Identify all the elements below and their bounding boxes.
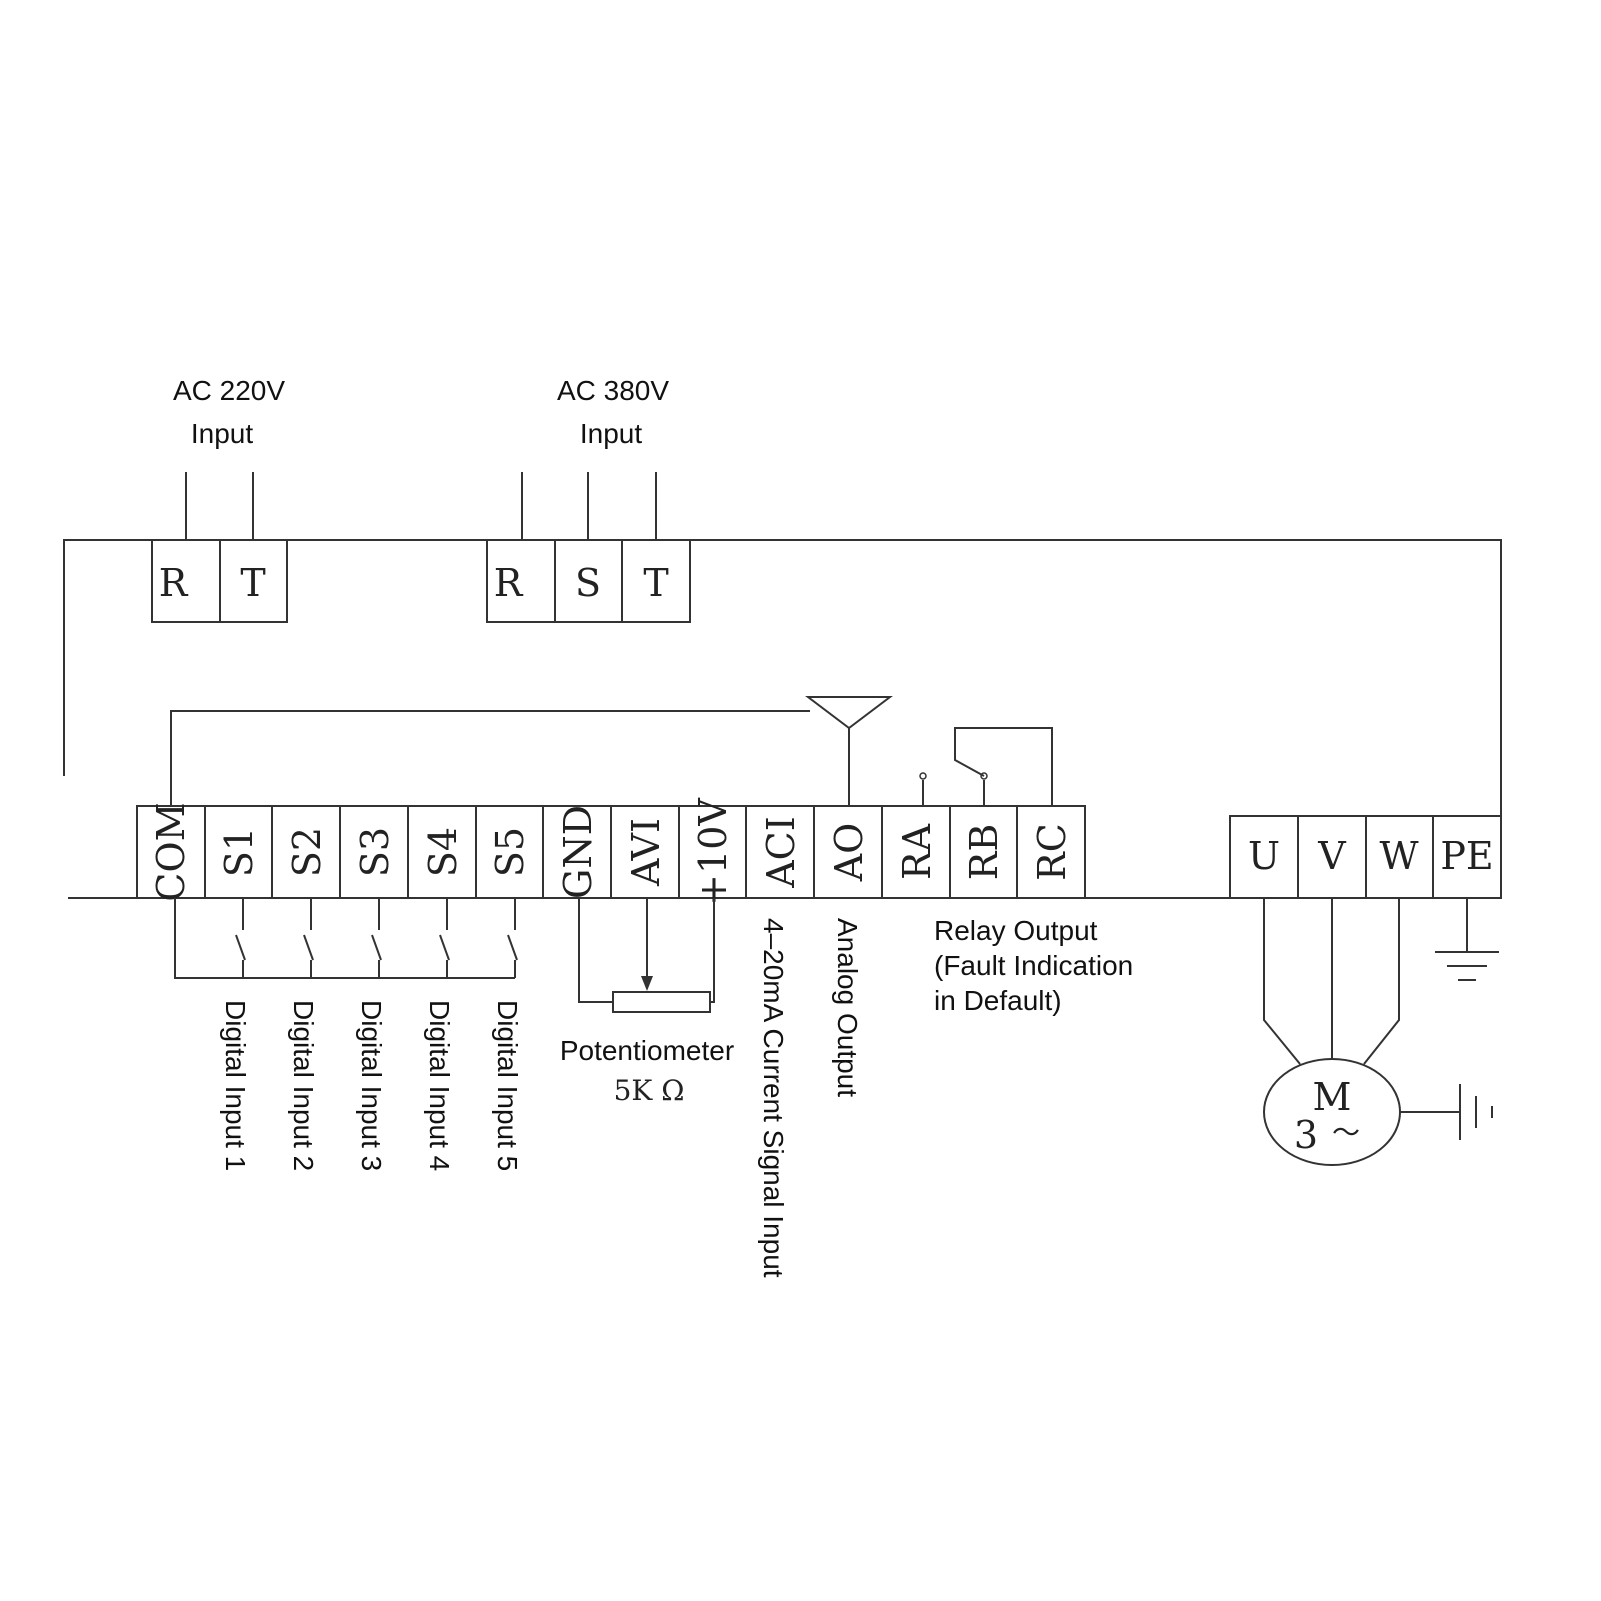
pot-gnd-wire <box>578 898 613 1003</box>
main-loop-wire <box>63 539 1502 898</box>
meter-triangle-icon <box>805 696 893 730</box>
terminal-u: U <box>1248 834 1280 878</box>
terminal-ra: RA <box>895 823 939 880</box>
ac380-subtitle: Input <box>580 418 642 449</box>
motor-ground-icon <box>1459 1084 1493 1140</box>
ac380-terminal-r: R <box>494 561 524 605</box>
pot-resistor-icon <box>612 991 711 1013</box>
terminal-rb: RB <box>962 824 1006 881</box>
terminal-s3: S3 <box>353 827 397 877</box>
analog-output-label: Analog Output <box>832 918 863 1097</box>
motor-ac-symbol: ～ <box>1332 1116 1360 1149</box>
power-section: AC 220V Input R T AC 380V Input R S T <box>63 375 1502 899</box>
potentiometer-label: Potentiometer <box>560 1035 734 1066</box>
pot-10v-wire <box>710 898 715 1003</box>
relay-output-label: Relay Output (Fault Indication in Defaul… <box>934 915 1133 1016</box>
terminal-w: W <box>1379 834 1418 878</box>
control-dividers <box>204 806 1018 898</box>
terminal-avi: AVI <box>624 818 668 887</box>
relay-output-line-3: in Default) <box>934 985 1062 1016</box>
digital-input-switches: Digital Input 1 Digital Input 2 Digital … <box>174 898 523 1171</box>
ac220-title: AC 220V <box>173 375 285 406</box>
terminal-s5: S5 <box>488 827 532 877</box>
relay-switch-arm <box>954 727 1053 806</box>
potentiometer-value: 5K Ω <box>614 1074 685 1107</box>
com-feedback-wire <box>170 710 810 806</box>
switch-s5 <box>507 898 518 978</box>
pe-ground-icon <box>1435 898 1499 981</box>
ac380-terminal-block <box>486 539 691 623</box>
potentiometer: Potentiometer 5K Ω <box>560 898 734 1107</box>
terminal-s4: S4 <box>421 827 465 877</box>
control-terminal-block: COM S1 S2 S3 S4 S5 GND AVI +10V ACI AO R… <box>136 798 1086 906</box>
pot-wiper-arrow-icon <box>641 976 653 991</box>
motor: M 3 ～ <box>1263 898 1460 1166</box>
com-common-wire <box>174 898 515 979</box>
terminal-s2: S2 <box>285 827 329 877</box>
relay-contact-symbol <box>919 727 1053 806</box>
output-terminal-block: U V W PE <box>1229 815 1502 899</box>
terminal-com: COM <box>149 802 193 901</box>
motor-letter: M <box>1313 1075 1352 1119</box>
ra-contact-dot <box>919 772 927 780</box>
motor-phase: 3 <box>1294 1113 1318 1157</box>
terminal-s1: S1 <box>217 827 261 877</box>
ac220-terminal-r: R <box>159 561 189 605</box>
switch-s4 <box>439 898 450 978</box>
terminal-v: V <box>1317 834 1346 878</box>
motor-lead-u <box>1263 898 1301 1065</box>
ac220-subtitle: Input <box>191 418 253 449</box>
ac380-terminal-t: T <box>643 561 668 605</box>
digital-input-1-label: Digital Input 1 <box>220 1000 251 1171</box>
terminal-pe: PE <box>1440 834 1493 878</box>
terminal-rc: RC <box>1030 823 1074 881</box>
terminal-aci: ACI <box>759 816 803 889</box>
switch-s3 <box>371 898 382 978</box>
terminal-plus10v: +10V <box>691 798 735 906</box>
terminal-gnd: GND <box>556 805 600 899</box>
ac220-terminal-t: T <box>240 561 265 605</box>
digital-input-5-label: Digital Input 5 <box>492 1000 523 1171</box>
switch-s2 <box>303 898 314 978</box>
relay-output-line-1: Relay Output <box>934 915 1098 946</box>
switch-s1 <box>235 898 246 978</box>
ac380-terminal-s: S <box>575 561 601 605</box>
digital-input-2-label: Digital Input 2 <box>288 1000 319 1171</box>
analog-output-meter <box>170 696 893 806</box>
terminal-ao: AO <box>827 823 871 883</box>
relay-output-line-2: (Fault Indication <box>934 950 1133 981</box>
ac380-title: AC 380V <box>557 375 669 406</box>
digital-input-4-label: Digital Input 4 <box>424 1000 455 1171</box>
digital-input-3-label: Digital Input 3 <box>356 1000 387 1171</box>
motor-lead-w <box>1363 898 1400 1065</box>
current-signal-label: 4–20mA Current Signal Input <box>758 918 789 1278</box>
